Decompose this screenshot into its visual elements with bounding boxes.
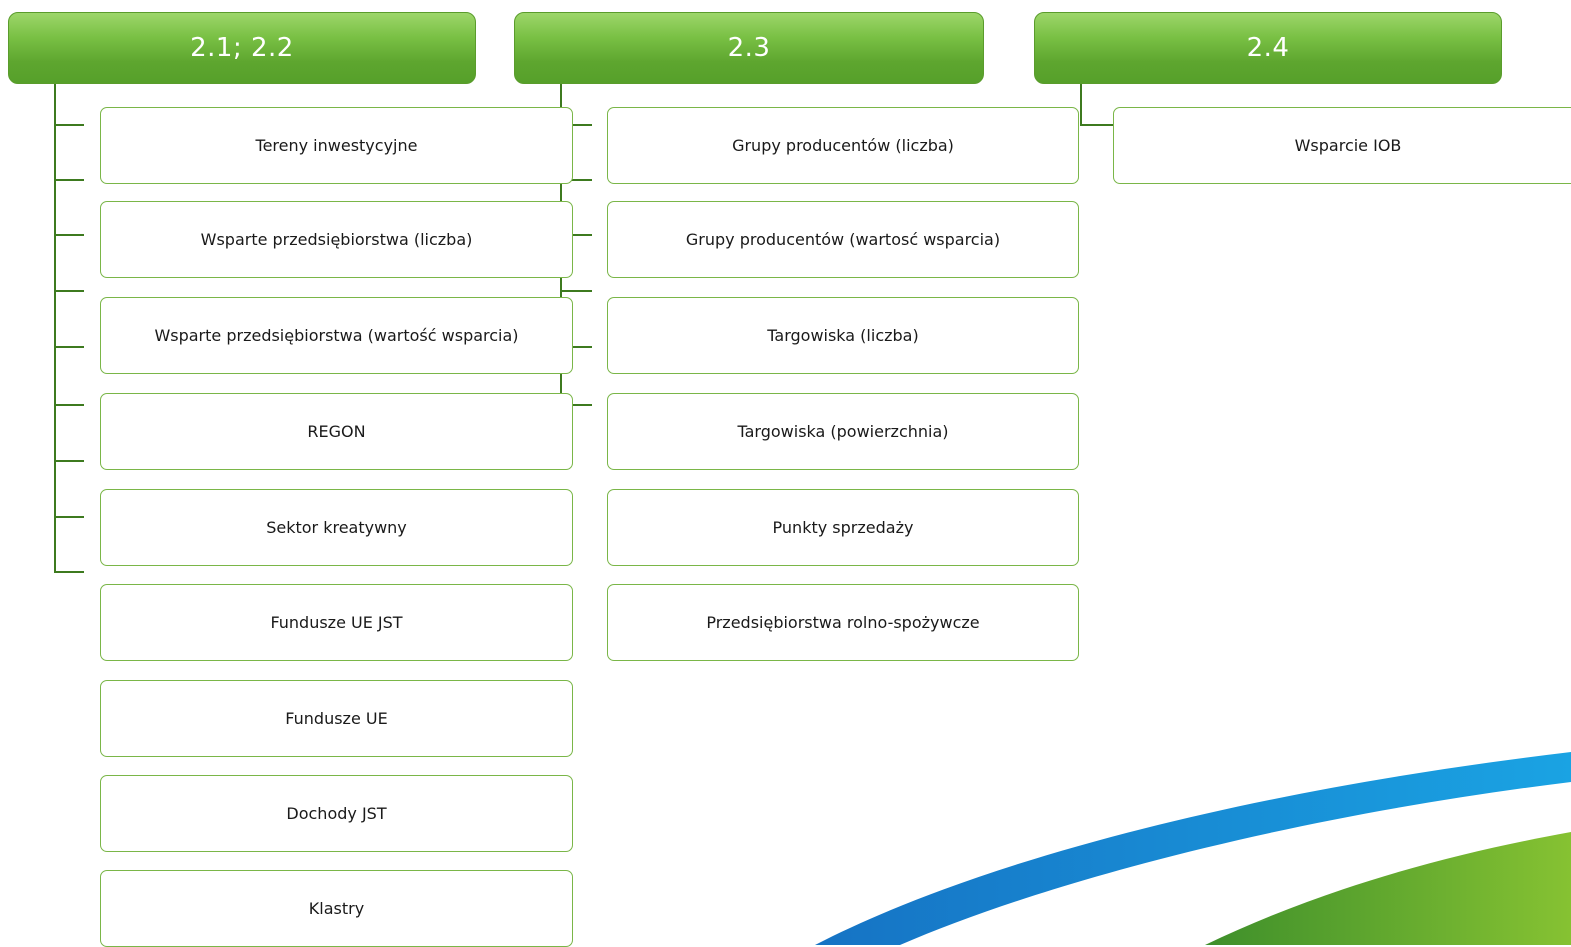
- indicator-box: Grupy producentów (liczba): [607, 107, 1079, 184]
- indicator-label: Klastry: [308, 899, 365, 918]
- indicator-box: Wsparte przedsiębiorstwa (liczba): [100, 201, 573, 278]
- connector-branch: [1080, 124, 1113, 126]
- connector-branch: [54, 346, 84, 348]
- indicator-box: Tereny inwestycyjne: [100, 107, 573, 184]
- indicator-box: Targowiska (liczba): [607, 297, 1079, 374]
- indicator-box: Fundusze UE: [100, 680, 573, 757]
- indicator-box: Dochody JST: [100, 775, 573, 852]
- column-header-1: 2.1; 2.2: [8, 12, 476, 84]
- connector-branch: [560, 234, 592, 236]
- indicator-label: Fundusze UE: [285, 709, 388, 728]
- connector-branch: [560, 346, 592, 348]
- connector-branch: [54, 179, 84, 181]
- indicator-box: Wsparte przedsiębiorstwa (wartość wsparc…: [100, 297, 573, 374]
- connector-trunk-1: [54, 84, 56, 573]
- indicator-box: Targowiska (powierzchnia): [607, 393, 1079, 470]
- column-header-2-label: 2.3: [727, 33, 771, 63]
- column-header-2: 2.3: [514, 12, 984, 84]
- indicator-label: Targowiska (liczba): [767, 326, 919, 345]
- indicator-label: Wsparte przedsiębiorstwa (liczba): [200, 230, 473, 249]
- connector-branch: [560, 404, 592, 406]
- indicator-label: Dochody JST: [286, 804, 387, 823]
- indicator-box: Grupy producentów (wartosć wsparcia): [607, 201, 1079, 278]
- indicator-box: Sektor kreatywny: [100, 489, 573, 566]
- indicator-label: Tereny inwestycyjne: [255, 136, 418, 155]
- indicator-label: Fundusze UE JST: [270, 613, 403, 632]
- connector-branch: [54, 124, 84, 126]
- column-header-3: 2.4: [1034, 12, 1502, 84]
- indicator-label: Punkty sprzedaży: [772, 518, 914, 537]
- indicator-label: Sektor kreatywny: [266, 518, 407, 537]
- connector-branch: [560, 290, 592, 292]
- indicator-label: Grupy producentów (wartosć wsparcia): [685, 230, 1001, 249]
- connector-branch: [54, 404, 84, 406]
- indicator-label: Wsparte przedsiębiorstwa (wartość wsparc…: [154, 326, 519, 345]
- connector-branch: [54, 460, 84, 462]
- connector-trunk-3: [1080, 84, 1082, 126]
- connector-branch: [54, 571, 84, 573]
- indicator-box: Wsparcie IOB: [1113, 107, 1571, 184]
- column-header-1-label: 2.1; 2.2: [190, 33, 294, 63]
- connector-branch: [54, 234, 84, 236]
- indicator-box: Przedsiębiorstwa rolno-spożywcze: [607, 584, 1079, 661]
- indicator-box: Fundusze UE JST: [100, 584, 573, 661]
- connector-branch: [560, 179, 592, 181]
- indicator-label: REGON: [307, 422, 366, 441]
- connector-branch: [54, 290, 84, 292]
- connector-branch: [54, 516, 84, 518]
- connector-branch: [560, 124, 592, 126]
- indicator-box: Punkty sprzedaży: [607, 489, 1079, 566]
- indicator-label: Przedsiębiorstwa rolno-spożywcze: [706, 613, 980, 632]
- column-header-3-label: 2.4: [1246, 33, 1290, 63]
- indicator-label: Targowiska (powierzchnia): [737, 422, 949, 441]
- indicator-label: Grupy producentów (liczba): [732, 136, 954, 155]
- indicator-box: Klastry: [100, 870, 573, 947]
- indicator-box: REGON: [100, 393, 573, 470]
- indicator-label: Wsparcie IOB: [1294, 136, 1402, 155]
